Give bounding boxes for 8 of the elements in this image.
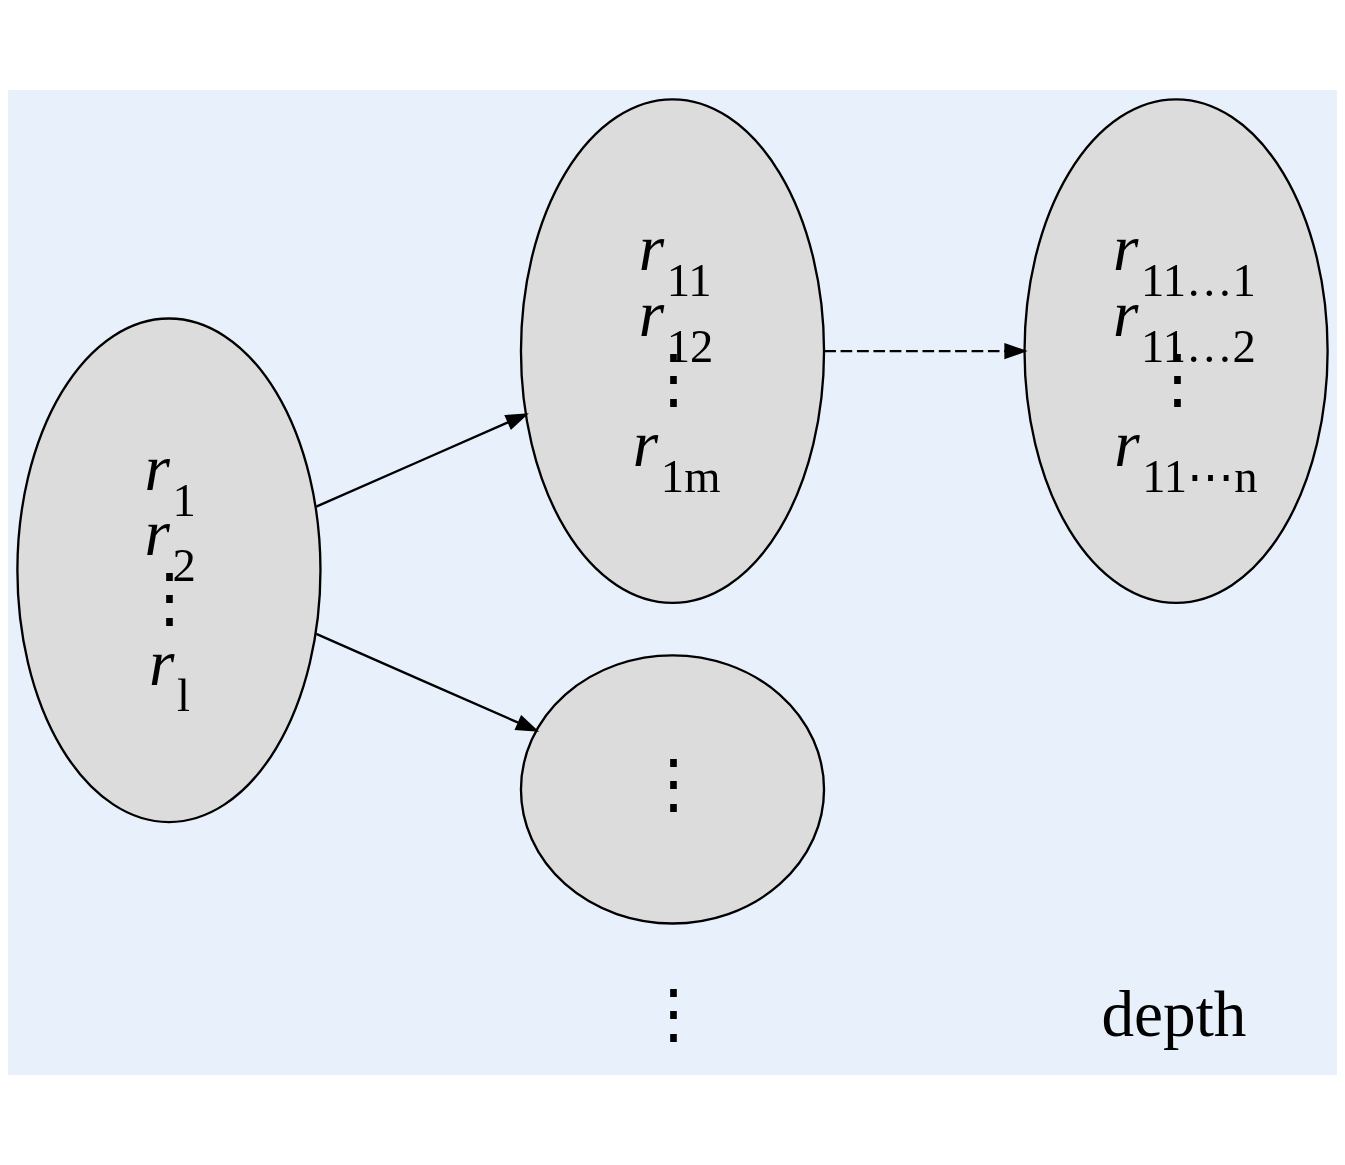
label: ⋮ [641, 978, 707, 1051]
node-ellipse: r$_{1}$ r$_{2}$ ⋮ r$_{l}$ [16, 317, 322, 824]
label: depth [1101, 978, 1247, 1051]
node-ellipse: ⋮ [519, 654, 826, 925]
arrow [315, 413, 529, 508]
node-ellipse: r$_{11}$ r$_{12}$ ⋮ r$_{1m}$ [519, 98, 826, 605]
arrow [824, 342, 1028, 360]
arrow [315, 632, 540, 732]
